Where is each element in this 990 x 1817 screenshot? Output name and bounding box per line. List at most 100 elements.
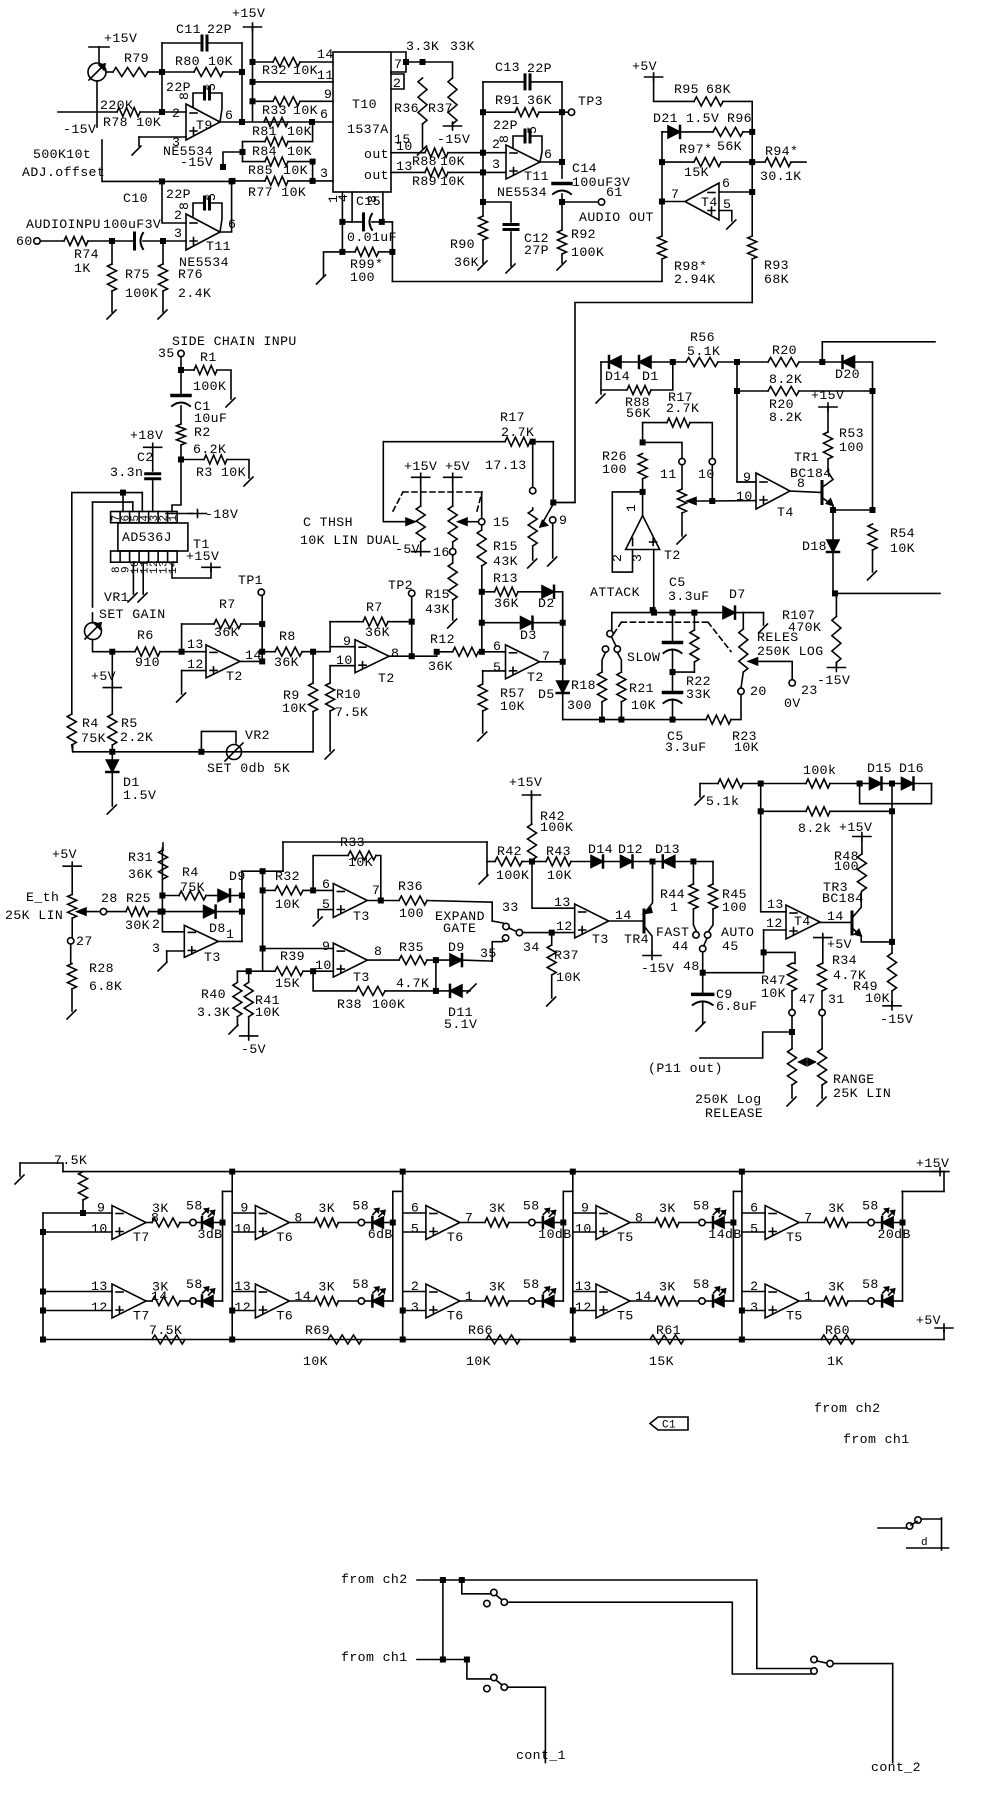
svg-text:from ch1: from ch1	[843, 1432, 910, 1447]
svg-text:1: 1	[326, 195, 341, 203]
svg-text:D14: D14	[588, 842, 613, 857]
svg-text:14: 14	[168, 560, 180, 574]
svg-text:8: 8	[635, 1211, 643, 1226]
svg-text:56K: 56K	[717, 139, 742, 154]
svg-text:R1: R1	[200, 350, 217, 365]
svg-text:R23: R23	[732, 729, 757, 744]
svg-text:T9: T9	[196, 118, 213, 133]
svg-text:T5: T5	[617, 1309, 634, 1324]
svg-text:+5V: +5V	[52, 847, 77, 862]
svg-text:from ch2: from ch2	[814, 1401, 881, 1416]
svg-text:14: 14	[827, 909, 844, 924]
svg-text:36K: 36K	[365, 625, 390, 640]
svg-text:from ch2: from ch2	[341, 1572, 408, 1587]
svg-text:7: 7	[394, 57, 402, 72]
svg-text:58: 58	[352, 1277, 369, 1292]
svg-text:3.3n: 3.3n	[110, 465, 143, 480]
svg-text:R33: R33	[340, 835, 365, 850]
svg-text:-15V: -15V	[880, 1012, 913, 1027]
svg-text:5: 5	[204, 193, 219, 201]
svg-text:75K: 75K	[81, 731, 106, 746]
svg-text:R95: R95	[674, 82, 699, 97]
svg-text:R35: R35	[399, 940, 424, 955]
svg-text:1: 1	[168, 514, 180, 521]
svg-text:10K: 10K	[255, 1005, 280, 1020]
svg-text:FAST: FAST	[656, 925, 689, 940]
svg-text:R15: R15	[493, 539, 518, 554]
svg-text:R84: R84	[252, 144, 277, 159]
svg-text:D9: D9	[448, 940, 465, 955]
svg-text:R15: R15	[425, 587, 450, 602]
svg-text:+15V: +15V	[916, 1156, 949, 1171]
svg-text:36K: 36K	[428, 659, 453, 674]
svg-text:30K: 30K	[125, 918, 150, 933]
svg-text:58: 58	[862, 1199, 879, 1214]
svg-text:R56: R56	[690, 330, 715, 345]
svg-text:C14: C14	[572, 161, 597, 176]
svg-text:3K: 3K	[828, 1201, 845, 1216]
svg-text:R4: R4	[182, 865, 199, 880]
svg-text:T4: T4	[777, 505, 794, 520]
svg-text:R7: R7	[219, 597, 236, 612]
svg-text:R94*: R94*	[765, 144, 798, 159]
svg-text:R66: R66	[468, 1323, 493, 1338]
svg-text:1: 1	[624, 504, 639, 512]
svg-text:17.13: 17.13	[485, 458, 527, 473]
svg-text:R5: R5	[121, 716, 138, 731]
svg-text:7: 7	[372, 883, 380, 898]
svg-text:1K: 1K	[827, 1354, 844, 1369]
svg-text:R32: R32	[262, 63, 287, 78]
svg-text:1: 1	[226, 927, 234, 942]
svg-text:R21: R21	[629, 681, 654, 696]
svg-text:8: 8	[797, 476, 805, 491]
svg-text:8.2K: 8.2K	[769, 372, 802, 387]
svg-text:RELES: RELES	[757, 630, 799, 645]
svg-text:10: 10	[315, 958, 332, 973]
svg-text:C5: C5	[667, 729, 684, 744]
svg-text:2.94K: 2.94K	[674, 272, 716, 287]
svg-text:R88: R88	[625, 395, 650, 410]
svg-text:RELEASE: RELEASE	[705, 1106, 763, 1121]
svg-text:12: 12	[149, 560, 161, 574]
svg-text:9: 9	[120, 566, 132, 573]
svg-text:100: 100	[350, 270, 375, 285]
svg-text:5: 5	[204, 83, 219, 91]
svg-text:13: 13	[91, 1279, 108, 1294]
svg-text:R7: R7	[366, 600, 383, 615]
svg-text:3.3K: 3.3K	[406, 39, 439, 54]
svg-text:T5: T5	[786, 1309, 803, 1324]
svg-text:2: 2	[411, 1279, 419, 1294]
svg-text:R33: R33	[262, 103, 287, 118]
svg-text:10: 10	[575, 1222, 592, 1237]
svg-text:T6: T6	[276, 1230, 293, 1245]
svg-text:T5: T5	[617, 1230, 634, 1245]
svg-text:58: 58	[523, 1277, 540, 1292]
svg-text:58: 58	[693, 1199, 710, 1214]
svg-text:D15: D15	[867, 761, 892, 776]
svg-text:15: 15	[493, 515, 510, 530]
svg-text:10: 10	[396, 139, 413, 154]
svg-text:R13: R13	[493, 571, 518, 586]
svg-text:100K: 100K	[540, 820, 573, 835]
svg-text:300: 300	[567, 698, 592, 713]
svg-text:68K: 68K	[764, 272, 789, 287]
svg-text:250K LOG: 250K LOG	[757, 644, 824, 659]
svg-text:T5: T5	[786, 1230, 803, 1245]
svg-text:NE5534: NE5534	[179, 255, 229, 270]
svg-text:R38: R38	[337, 997, 362, 1012]
svg-text:R47: R47	[761, 973, 786, 988]
svg-text:D1: D1	[123, 775, 140, 790]
svg-text:AUDIO OUT: AUDIO OUT	[579, 210, 654, 225]
svg-text:22P: 22P	[493, 118, 518, 133]
svg-text:10K: 10K	[275, 897, 300, 912]
svg-text:100uF3V: 100uF3V	[103, 217, 161, 232]
svg-text:6: 6	[322, 877, 330, 892]
svg-text:+15V: +15V	[839, 820, 872, 835]
svg-text:+5V: +5V	[632, 59, 657, 74]
svg-text:R10: R10	[336, 687, 361, 702]
svg-text:25K LIN: 25K LIN	[5, 908, 63, 923]
svg-text:D1: D1	[642, 369, 659, 384]
svg-text:10K: 10K	[303, 1354, 328, 1369]
svg-text:R76: R76	[178, 267, 203, 282]
svg-text:13: 13	[575, 1279, 592, 1294]
